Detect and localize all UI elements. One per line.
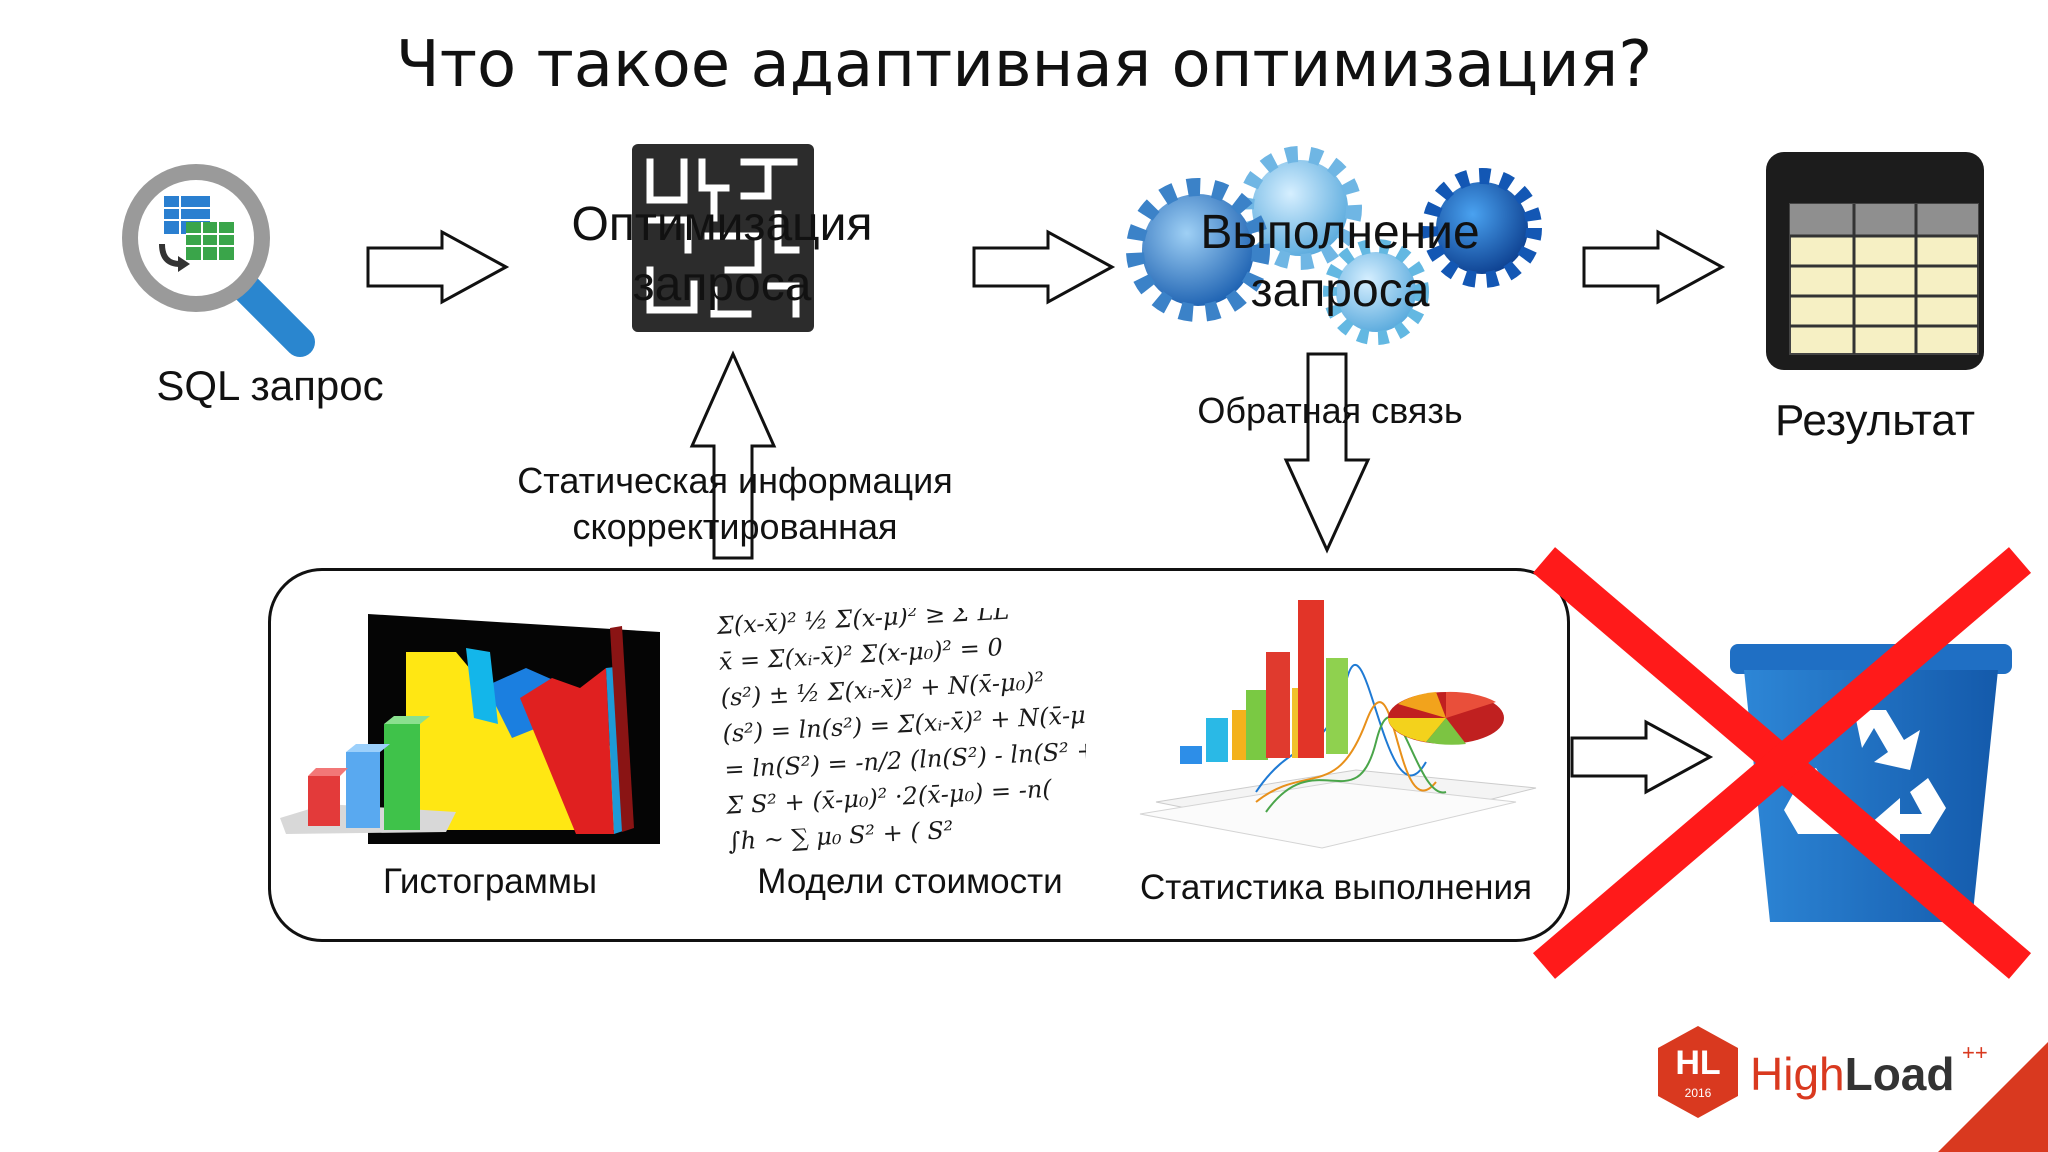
query-optimization-label-line1: Оптимизация xyxy=(571,198,873,251)
query-execution-label-line1: Выполнение xyxy=(1200,206,1480,259)
histograms-label: Гистограммы xyxy=(382,862,598,901)
highload-logo-wordmark: HighLoad xyxy=(1750,1046,1955,1102)
highload-logo-badge-icon xyxy=(1658,1026,1738,1118)
result-table-icon xyxy=(1766,152,1984,370)
arrow-right-to-bin xyxy=(1570,719,1714,795)
execution-stats-illustration xyxy=(1139,600,1537,849)
arrow-right-1 xyxy=(366,229,510,305)
highload-logo-wordmark-load: Load xyxy=(1844,1048,1955,1100)
highload-logo-year: 2016 xyxy=(1684,1086,1712,1100)
red-cross-icon xyxy=(1532,547,2032,979)
arrow-down xyxy=(1283,352,1371,554)
feedback-label: Обратная связь xyxy=(1197,390,1463,431)
result-label: Результат xyxy=(1774,396,1976,445)
execution-stats-label: Статистика выполнения xyxy=(1140,868,1532,907)
maze-icon xyxy=(632,144,814,332)
histogram-illustration xyxy=(280,614,660,844)
query-optimization-label-line2: запроса xyxy=(632,258,812,311)
gears-icon xyxy=(1126,146,1542,345)
sql-query-magnifier-icon xyxy=(122,164,315,357)
arrow-right-3 xyxy=(1582,229,1726,305)
corner-triangle-decoration xyxy=(1938,1042,2048,1152)
highload-logo-wordmark-high: High xyxy=(1750,1048,1845,1100)
sql-query-label: SQL запрос xyxy=(156,362,384,409)
arrow-up xyxy=(689,350,777,560)
highload-logo-superscript: ++ xyxy=(1962,1040,1988,1065)
query-execution-label-line2: запроса xyxy=(1250,264,1430,317)
slide-title: Что такое адаптивная оптимизация? xyxy=(395,28,1653,102)
arrow-right-2 xyxy=(972,229,1116,305)
highload-logo-badge-text: HL xyxy=(1675,1044,1721,1082)
cost-models-label: Модели стоимости xyxy=(757,862,1063,901)
static-info-label-line2: скорректированная xyxy=(572,506,898,547)
static-info-label-line1: Статическая информация xyxy=(517,460,953,501)
